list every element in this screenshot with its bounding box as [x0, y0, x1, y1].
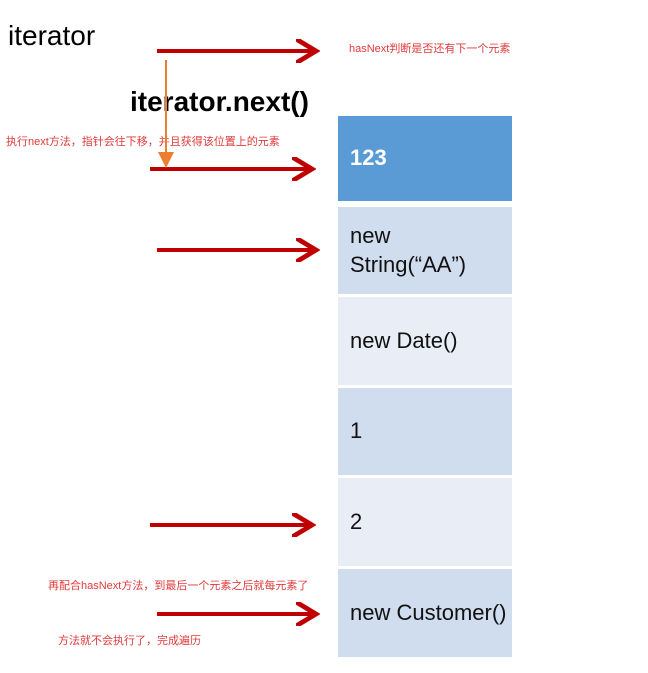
element-cell-1: 123 [338, 116, 512, 201]
element-cell-4: 1 [338, 388, 512, 475]
end-note-line1: 再配合hasNext方法，到最后一个元素之后就每元素了 [48, 580, 309, 592]
end-note-line2: 方法就不会执行了，完成遍历 [58, 635, 201, 647]
next-note: 执行next方法，指针会往下移，并且获得该位置上的元素 [6, 136, 280, 148]
iterator-label: iterator [8, 20, 96, 51]
iterator-next-label: iterator.next() [130, 86, 309, 117]
element-cell-6: new Customer() [338, 569, 512, 657]
element-cell-3: new Date() [338, 297, 512, 385]
element-cell-5: 2 [338, 478, 512, 566]
element-cell-2: new String(“AA”) [338, 207, 512, 294]
hasnext-note: hasNext判断是否还有下一个元素 [349, 43, 511, 55]
